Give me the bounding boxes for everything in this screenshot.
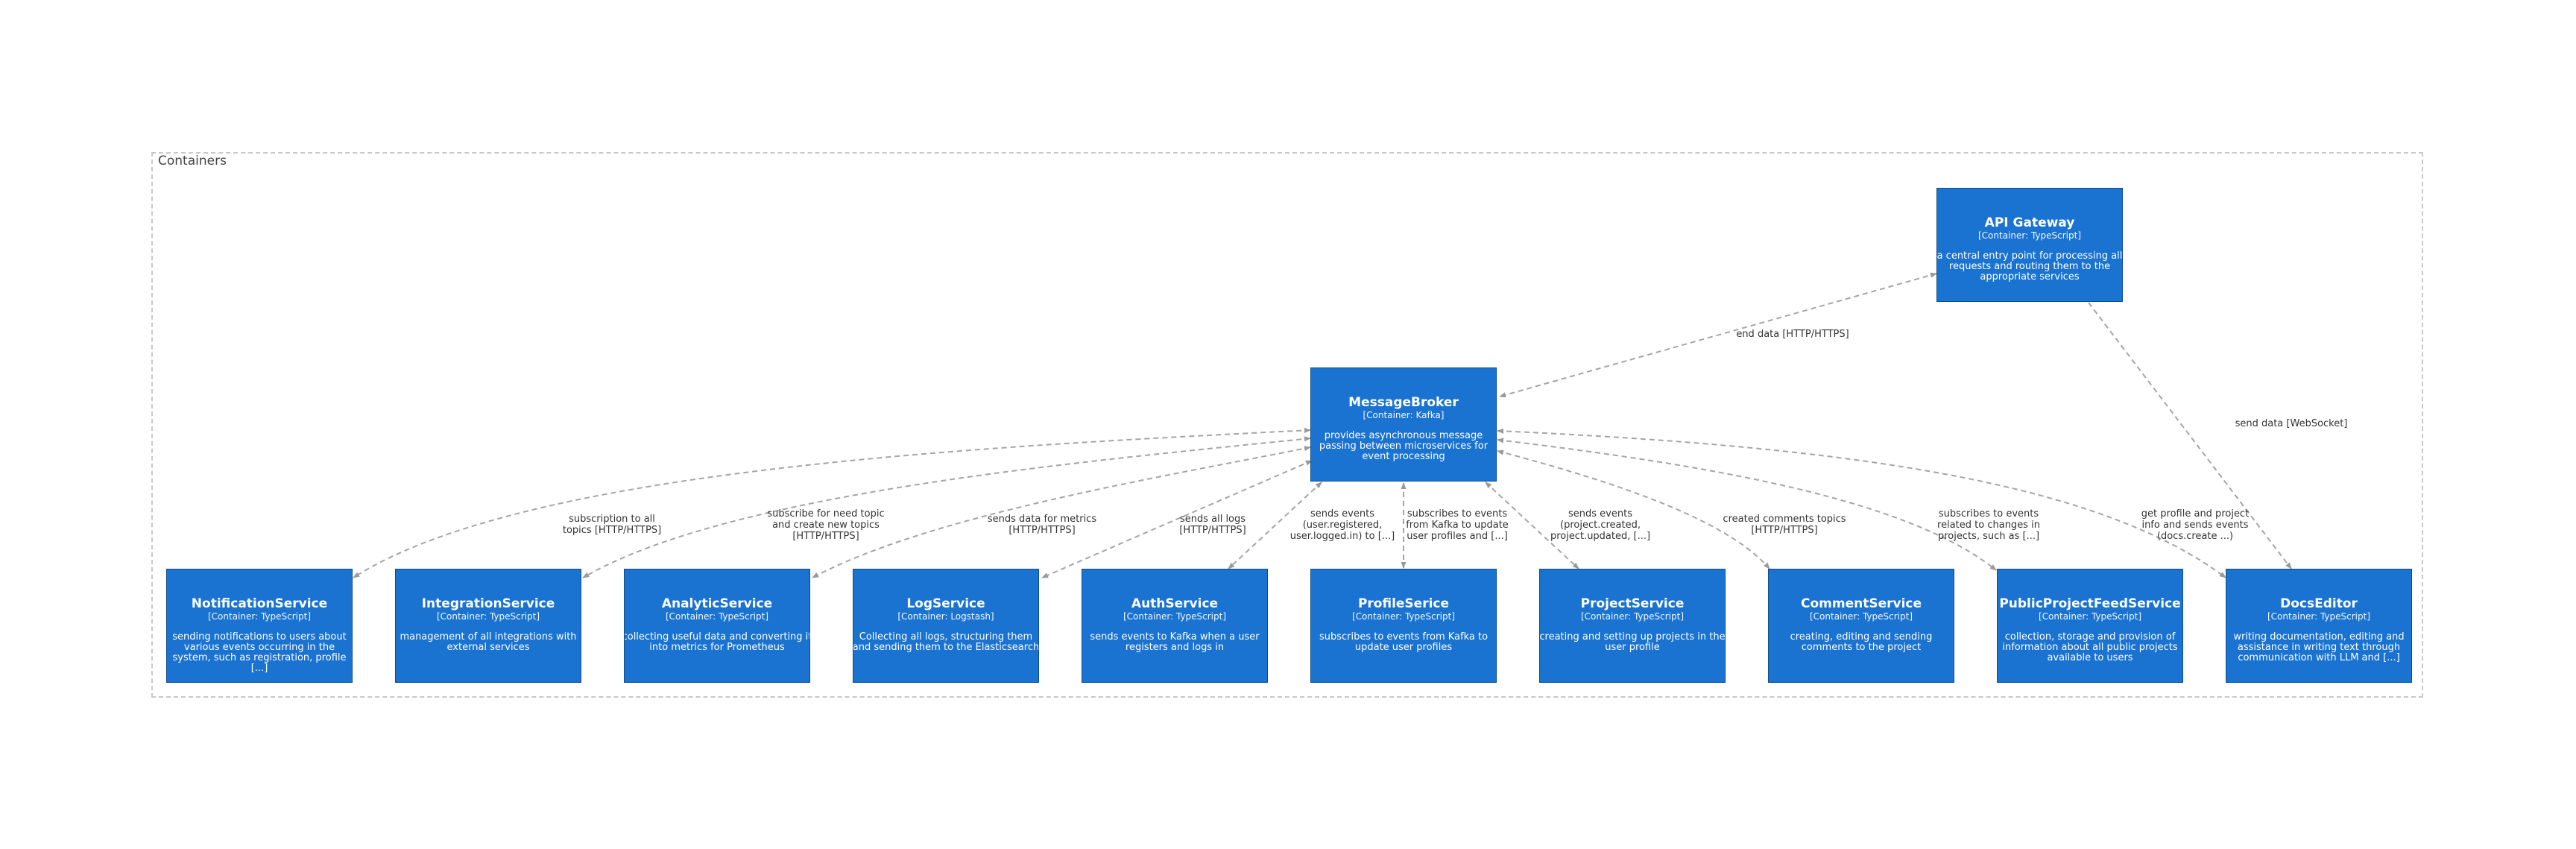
node-tech: [Container: TypeScript] (1123, 611, 1227, 622)
node-message-broker[interactable]: MessageBroker [Container: Kafka] provide… (1310, 367, 1497, 482)
edge-label-comment: created comments topics [HTTP/HTTPS] (1723, 514, 1846, 536)
edge-label-gateway-docs: send data [WebSocket] (2235, 418, 2348, 429)
boundary-label: Containers (158, 154, 227, 168)
node-project-service[interactable]: ProjectService [Container: TypeScript] c… (1539, 569, 1726, 683)
edge-label-integration: subscribe for need topic and create new … (767, 508, 885, 542)
edge-label-log: sends all logs [HTTP/HTTPS] (1179, 514, 1246, 536)
node-desc: sends events to Kafka when a user regist… (1090, 631, 1260, 653)
node-tech: [Container: TypeScript] (207, 611, 312, 622)
edge-label-auth: sends events (user.registered, user.logg… (1289, 508, 1395, 542)
node-desc: creating, editing and sending comments t… (1790, 631, 1933, 653)
node-public-project-feed-service[interactable]: PublicProjectFeedService [Container: Typ… (1997, 569, 2183, 683)
node-integration-service[interactable]: IntegrationService [Container: TypeScrip… (395, 569, 581, 683)
node-docs-editor[interactable]: DocsEditor [Container: TypeScript] writi… (2226, 569, 2412, 683)
node-desc: creating and setting up projects in the … (1539, 631, 1726, 653)
edge-broker-log (1041, 460, 1313, 578)
node-tech: [Container: TypeScript] (665, 611, 769, 622)
node-tech: [Container: TypeScript] (2038, 611, 2142, 622)
edge-gateway-broker (1499, 272, 1937, 398)
containers-boundary (151, 152, 2423, 698)
edge-label-gateway-broker: end data [HTTP/HTTPS] (1736, 329, 1849, 340)
node-comment-service[interactable]: CommentService [Container: TypeScript] c… (1768, 569, 1954, 683)
node-tech: [Container: TypeScript] (2267, 611, 2371, 622)
node-desc: Collecting all logs, structuring them an… (853, 631, 1039, 653)
node-name: AuthService (1131, 596, 1219, 611)
node-name: DocsEditor (2280, 596, 2358, 611)
edge-label-notification: subscription to all topics [HTTP/HTTPS] (562, 514, 662, 536)
node-desc: management of all integrations with exte… (400, 631, 577, 653)
node-tech: [Container: TypeScript] (1977, 230, 2082, 241)
node-desc: provides asynchronous message passing be… (1319, 430, 1489, 462)
node-tech: [Container: TypeScript] (1809, 611, 1913, 622)
node-desc: collecting useful data and converting it… (624, 631, 810, 653)
edge-label-docs: get profile and project info and sends e… (2141, 508, 2250, 542)
node-desc: sending notifications to users about var… (172, 631, 347, 674)
edge-label-project: sends events (project.created, project.u… (1550, 508, 1651, 542)
node-name: ProjectService (1580, 596, 1685, 611)
node-name: MessageBroker (1348, 395, 1459, 410)
edge-gateway-docs (2088, 302, 2292, 569)
node-name: NotificationService (191, 596, 328, 611)
node-tech: [Container: TypeScript] (436, 611, 540, 622)
node-name: CommentService (1800, 596, 1922, 611)
node-desc: subscribes to events from Kafka to updat… (1319, 631, 1489, 653)
node-auth-service[interactable]: AuthService [Container: TypeScript] send… (1082, 569, 1268, 683)
node-desc: collection, storage and provision of inf… (2002, 631, 2178, 663)
node-desc: a central entry point for processing all… (1936, 250, 2123, 283)
node-desc: writing documentation, editing and assis… (2233, 631, 2405, 663)
node-name: API Gateway (1984, 215, 2075, 230)
node-api-gateway[interactable]: API Gateway [Container: TypeScript] a ce… (1936, 188, 2123, 302)
edge-broker-docs (1497, 428, 2226, 578)
node-tech: [Container: TypeScript] (1580, 611, 1685, 622)
node-name: IntegrationService (421, 596, 555, 611)
node-log-service[interactable]: LogService [Container: Logstash] Collect… (853, 569, 1039, 683)
node-name: PublicProjectFeedService (1999, 596, 2181, 611)
node-profile-service[interactable]: ProfileSerice [Container: TypeScript] su… (1310, 569, 1497, 683)
node-analytic-service[interactable]: AnalyticService [Container: TypeScript] … (624, 569, 810, 683)
edge-broker-auth (1228, 482, 1322, 569)
node-tech: [Container: Kafka] (1363, 410, 1445, 420)
edge-label-analytic: sends data for metrics [HTTP/HTTPS] (987, 514, 1097, 536)
edge-label-feed: subscribes to events related to changes … (1937, 508, 2040, 542)
node-name: LogService (906, 596, 985, 611)
node-name: ProfileSerice (1357, 596, 1450, 611)
edge-label-profile: subscribes to events from Kafka to updat… (1406, 508, 1509, 542)
node-name: AnalyticService (661, 596, 773, 611)
node-notification-service[interactable]: NotificationService [Container: TypeScri… (166, 569, 353, 683)
node-tech: [Container: TypeScript] (1351, 611, 1456, 622)
node-tech: [Container: Logstash] (897, 611, 994, 622)
